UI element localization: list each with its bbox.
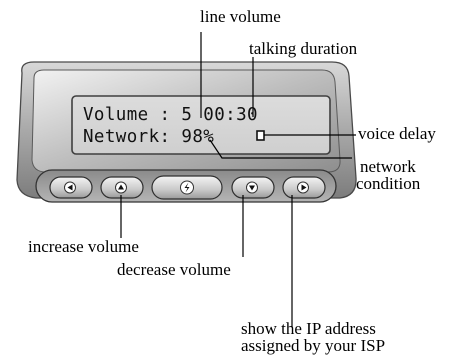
right-arrow-icon bbox=[301, 184, 307, 191]
network-condition-label-line1: network bbox=[360, 157, 416, 176]
lcd-line-2: Network: 98% bbox=[83, 127, 215, 147]
left-arrow-button[interactable] bbox=[49, 176, 93, 199]
increase-volume-button[interactable] bbox=[100, 176, 144, 199]
voice-delay-label: voice delay bbox=[358, 124, 436, 143]
ip-address-label-line2: assigned by your ISP bbox=[241, 336, 386, 355]
voice-delay-indicator bbox=[256, 130, 265, 141]
line-volume-label: line volume bbox=[200, 7, 281, 26]
ip-address-label-line1: show the IP address bbox=[241, 319, 376, 338]
decrease-volume-label: decrease volume bbox=[117, 260, 231, 279]
decrease-volume-button[interactable] bbox=[231, 176, 275, 199]
network-condition-leader bbox=[209, 139, 352, 159]
lightning-icon bbox=[184, 182, 190, 193]
down-arrow-icon bbox=[249, 185, 255, 191]
talking-duration-label: talking duration bbox=[249, 39, 358, 58]
action-button[interactable] bbox=[151, 175, 223, 200]
increase-volume-label: increase volume bbox=[28, 237, 139, 256]
lcd-line-1: Volume : 5 00:30 bbox=[83, 105, 258, 125]
network-condition-label-line2: condition bbox=[356, 174, 421, 193]
show-ip-button[interactable] bbox=[282, 176, 326, 199]
up-arrow-icon bbox=[118, 184, 124, 190]
left-arrow-icon bbox=[67, 184, 73, 191]
